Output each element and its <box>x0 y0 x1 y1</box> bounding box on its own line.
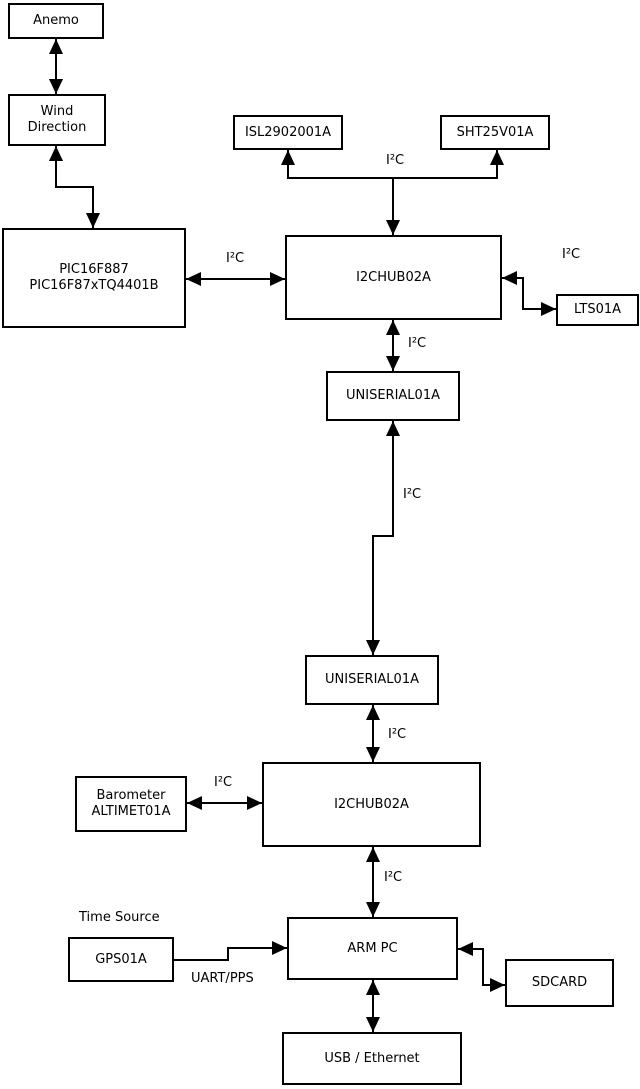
edge-arm-pc-sdcard <box>458 942 505 992</box>
node-pic: PIC16F887 PIC16F87xTQ4401B <box>2 228 186 328</box>
edge-label-i2c-uniserial-link: I²C <box>403 487 422 502</box>
node-pic-label-line2: PIC16F87xTQ4401B <box>29 278 159 293</box>
edge-label-i2c-bus-top: I²C <box>386 153 405 168</box>
node-barometer: Barometer ALTIMET01A <box>75 776 187 832</box>
node-sdcard: SDCARD <box>505 959 614 1007</box>
node-i2c-hub-upper-label: I2CHUB02A <box>356 269 431 285</box>
node-uniserial-lower: UNISERIAL01A <box>305 655 439 705</box>
edge-label-i2c-hub-uniserial-upper: I²C <box>408 336 427 351</box>
node-i2c-hub-lower: I2CHUB02A <box>262 762 481 847</box>
node-usb-ethernet-label: USB / Ethernet <box>324 1050 420 1066</box>
node-sht-label: SHT25V01A <box>456 124 534 140</box>
edge-label-i2c-uniserial-hub-lower: I²C <box>388 727 407 742</box>
node-wind-direction-label-line1: Wind <box>40 104 74 119</box>
edge-uniserial-upper-uniserial-lower <box>366 421 400 655</box>
node-anemo-label: Anemo <box>33 13 79 28</box>
node-arm-pc: ARM PC <box>287 917 458 980</box>
edge-label-uart-pps: UART/PPS <box>191 971 254 986</box>
node-pic-label-line1: PIC16F887 <box>59 262 129 277</box>
node-wind-direction-label-line2: Direction <box>27 120 87 135</box>
edge-gps-arm-pc <box>174 941 287 961</box>
node-sdcard-label: SDCARD <box>531 975 588 990</box>
node-i2c-hub-lower-label: I2CHUB02A <box>334 796 409 812</box>
node-uniserial-upper: UNISERIAL01A <box>326 371 460 421</box>
node-gps: GPS01A <box>68 937 174 982</box>
edge-label-i2c-hub-lts: I²C <box>562 247 581 262</box>
node-barometer-label-line1: Barometer <box>96 788 166 803</box>
node-sht: SHT25V01A <box>440 115 550 150</box>
node-anemo: Anemo <box>8 3 104 39</box>
node-wind-direction: Wind Direction <box>8 94 106 146</box>
node-uniserial-upper-label: UNISERIAL01A <box>346 388 440 403</box>
node-gps-label: GPS01A <box>95 951 147 967</box>
edge-label-i2c-barometer-hub: I²C <box>214 775 233 790</box>
node-arm-pc-label: ARM PC <box>347 940 398 956</box>
node-isl-label: ISL2902001A <box>244 124 332 140</box>
node-uniserial-lower-label: UNISERIAL01A <box>325 672 419 687</box>
edge-wind-direction-pic <box>49 146 100 228</box>
node-isl: ISL2902001A <box>233 115 343 150</box>
node-i2c-hub-upper: I2CHUB02A <box>285 235 502 320</box>
annotation-time-source: Time Source <box>79 910 160 925</box>
edge-label-i2c-hub-arm-pc: I²C <box>384 870 403 885</box>
node-barometer-label-line2: ALTIMET01A <box>91 804 171 819</box>
node-lts: LTS01A <box>556 294 639 326</box>
node-lts-label: LTS01A <box>573 302 622 317</box>
edge-label-i2c-pic-hub: I²C <box>226 251 245 266</box>
node-usb-ethernet: USB / Ethernet <box>282 1032 462 1085</box>
edge-i2c-hub-upper-lts <box>502 271 556 316</box>
